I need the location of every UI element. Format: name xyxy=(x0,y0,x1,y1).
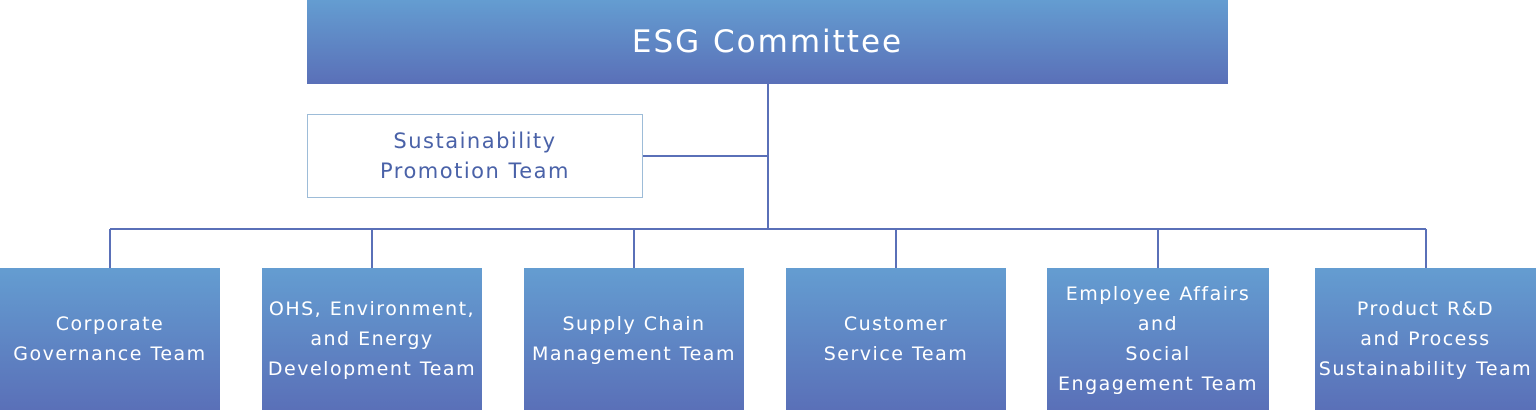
team-label: Customer Service Team xyxy=(823,313,969,365)
team-label: Corporate Governance Team xyxy=(13,313,207,365)
team-label: Product R&D and Process Sustainability T… xyxy=(1318,298,1533,380)
esg-committee-box: ESG Committee xyxy=(307,0,1228,84)
corporate-governance-team-box: Corporate Governance Team xyxy=(0,268,220,410)
customer-service-team-box: Customer Service Team xyxy=(786,268,1006,410)
employee-affairs-social-engagement-team-box: Employee Affairs and Social Engagement T… xyxy=(1047,268,1269,410)
team-label: Supply Chain Management Team xyxy=(532,313,736,365)
supply-chain-management-team-box: Supply Chain Management Team xyxy=(524,268,744,410)
team-label: Employee Affairs and Social Engagement T… xyxy=(1058,283,1258,395)
ohs-environment-energy-team-box: OHS, Environment, and Energy Development… xyxy=(262,268,482,410)
team-label: OHS, Environment, and Energy Development… xyxy=(267,298,477,380)
sustainability-promotion-team-label: Sustainability Promotion Team xyxy=(379,129,571,183)
product-rd-process-sustainability-team-box: Product R&D and Process Sustainability T… xyxy=(1315,268,1536,410)
esg-committee-label: ESG Committee xyxy=(631,24,904,60)
sustainability-promotion-team-box: Sustainability Promotion Team xyxy=(307,114,643,198)
